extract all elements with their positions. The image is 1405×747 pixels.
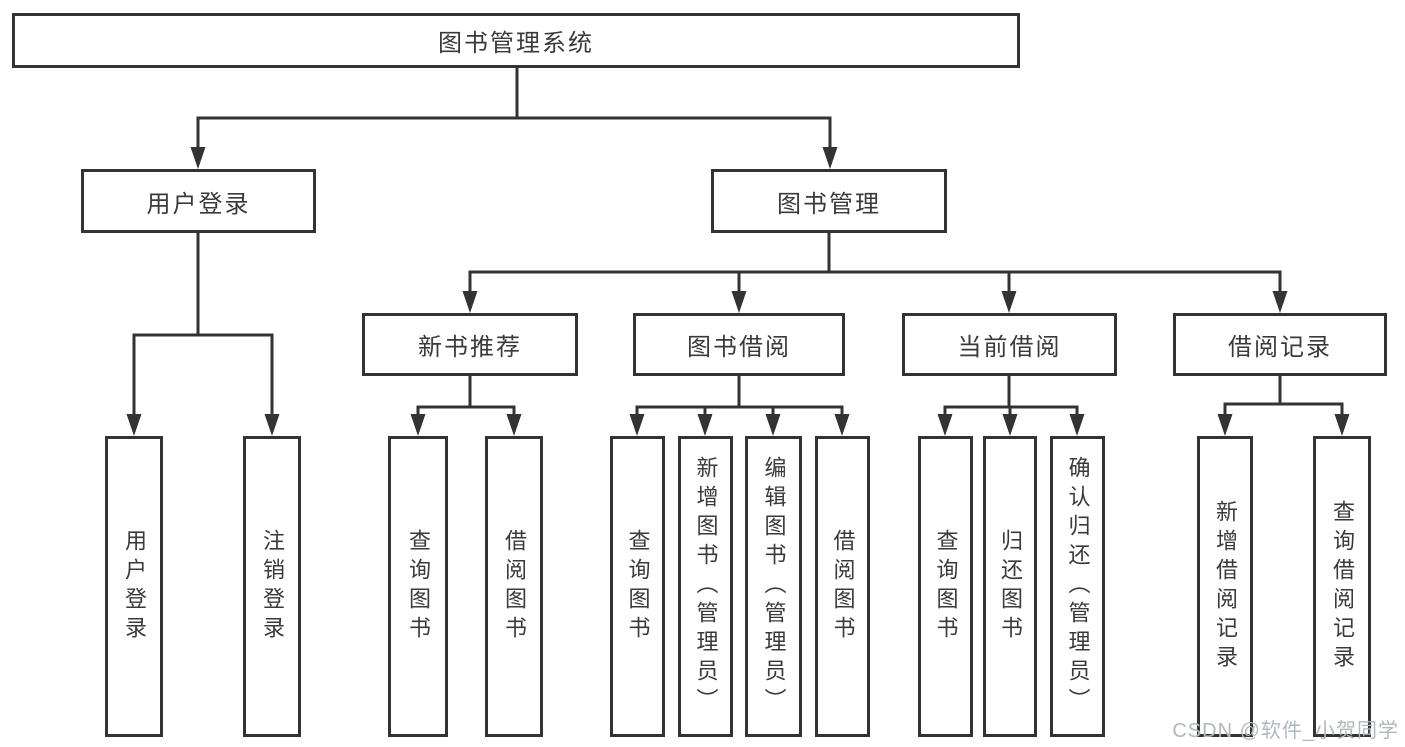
node-label: 图书借阅 [687, 334, 791, 361]
node-label: 新增图书（管理员） [693, 456, 719, 717]
leaf-logout: 注销登录 [243, 436, 301, 737]
leaf-borrow-books-recommend: 借阅图书 [485, 436, 543, 737]
leaf-confirm-return-admin: 确认归还（管理员） [1050, 436, 1105, 737]
node-label: 确认归还（管理员） [1065, 456, 1091, 717]
node-user-login: 用户登录 [81, 169, 316, 233]
node-label: 查询图书 [625, 528, 651, 645]
node-label: 查询借阅记录 [1330, 499, 1355, 674]
node-label: 注销登录 [260, 528, 285, 645]
node-label: 查询图书 [933, 528, 959, 645]
node-new-book-recommendation: 新书推荐 [362, 313, 578, 376]
leaf-user-login: 用户登录 [105, 436, 163, 737]
leaf-query-books-current: 查询图书 [918, 436, 973, 737]
node-current-borrowing: 当前借阅 [902, 313, 1117, 376]
leaf-add-borrow-record: 新增借阅记录 [1197, 436, 1253, 737]
node-label: 归还图书 [998, 528, 1023, 645]
node-label: 用户登录 [146, 190, 251, 218]
leaf-return-books: 归还图书 [983, 436, 1037, 737]
leaf-borrow-books: 借阅图书 [815, 436, 870, 737]
node-label: 查询图书 [406, 528, 431, 645]
node-label: 用户登录 [122, 528, 147, 645]
node-label: 借阅图书 [830, 528, 856, 645]
node-borrowing-records: 借阅记录 [1173, 313, 1387, 376]
leaf-query-books-borrow: 查询图书 [610, 436, 665, 737]
node-library-management-system: 图书管理系统 [12, 13, 1020, 68]
node-label: 当前借阅 [957, 334, 1062, 361]
csdn-watermark: CSDN @软件_小贺同学 [1172, 720, 1399, 742]
leaf-query-borrow-record: 查询借阅记录 [1313, 436, 1371, 737]
node-label: 新增借阅记录 [1213, 499, 1238, 674]
node-label: 借阅图书 [502, 528, 527, 645]
node-label: 编辑图书（管理员） [761, 456, 787, 717]
node-label: 借阅记录 [1228, 334, 1332, 361]
leaf-add-books-admin: 新增图书（管理员） [678, 436, 733, 737]
node-label: 图书管理系统 [438, 30, 594, 57]
node-book-borrowing: 图书借阅 [633, 313, 845, 376]
node-label: 新书推荐 [418, 334, 522, 361]
node-book-management: 图书管理 [711, 169, 947, 233]
leaf-query-books-recommend: 查询图书 [388, 436, 448, 737]
leaf-edit-books-admin: 编辑图书（管理员） [745, 436, 802, 737]
node-label: 图书管理 [777, 190, 881, 218]
